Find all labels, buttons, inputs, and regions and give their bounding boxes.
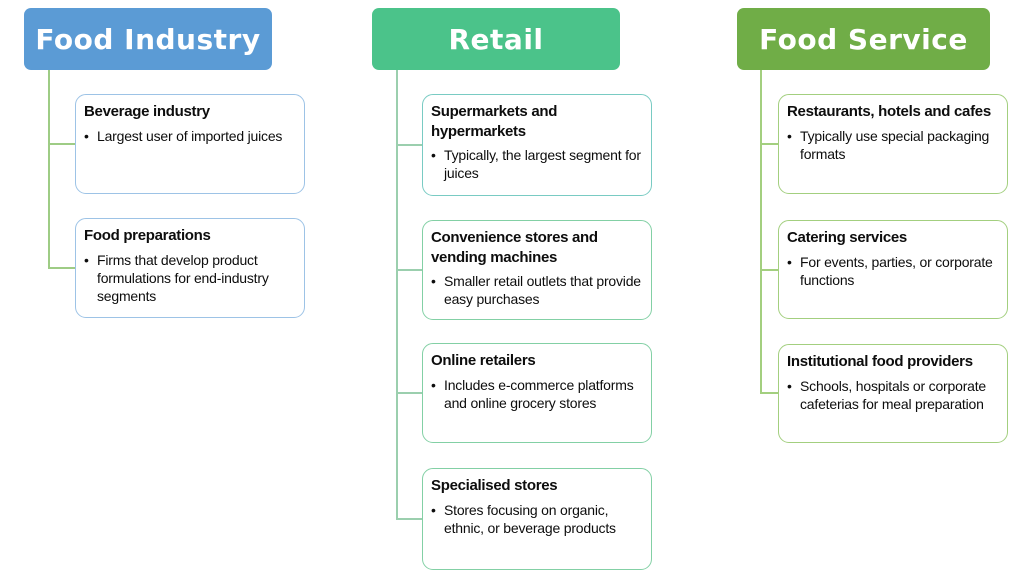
bullet-icon: • xyxy=(431,147,436,163)
node-convenience-stores: Convenience stores and vending machines … xyxy=(422,220,652,320)
node-title: Online retailers xyxy=(431,352,536,369)
node-bullet: • Smaller retail outlets that provide ea… xyxy=(431,272,643,309)
bullet-text: Stores focusing on organic, ethnic, or b… xyxy=(444,501,616,536)
bullet-icon: • xyxy=(84,251,89,268)
bullet-text: Firms that develop product formulations … xyxy=(97,251,269,305)
node-beverage-industry: Beverage industry • Largest user of impo… xyxy=(75,94,305,194)
node-food-preparations: Food preparations • Firms that develop p… xyxy=(75,218,305,318)
bullet-text: Typically use special packaging formats xyxy=(800,127,990,162)
connector-beverage-industry xyxy=(48,143,75,145)
node-title: Restaurants, hotels and cafes xyxy=(787,103,991,120)
connector-convenience-stores xyxy=(396,269,422,271)
node-title: Institutional food providers xyxy=(787,353,973,370)
bullet-icon: • xyxy=(787,127,792,144)
node-bullet: • Includes e-commerce platforms and onli… xyxy=(431,376,643,413)
connector-food-industry-vertical xyxy=(48,70,50,268)
node-online-retailers: Online retailers • Includes e-commerce p… xyxy=(422,343,652,443)
bullet-text: Schools, hospitals or corporate cafeteri… xyxy=(800,377,987,412)
node-title: Specialised stores xyxy=(431,477,558,494)
connector-specialised-stores xyxy=(396,518,422,520)
node-bullet: • Typically use special packaging format… xyxy=(787,127,999,164)
node-bullet: • Largest user of imported juices xyxy=(84,127,296,145)
node-bullet: • For events, parties, or corporate func… xyxy=(787,253,999,290)
node-bullet: • Typically, the largest segment for jui… xyxy=(431,146,643,183)
connector-retail-vertical xyxy=(396,70,398,519)
node-title: Food preparations xyxy=(84,227,211,244)
bullet-text: Includes e-commerce platforms and online… xyxy=(444,376,634,411)
node-title: Beverage industry xyxy=(84,103,210,120)
node-bullet: • Schools, hospitals or corporate cafete… xyxy=(787,377,999,414)
connector-restaurants xyxy=(760,143,778,145)
bullet-text: Typically, the largest segment for juice… xyxy=(444,147,641,182)
bullet-text: For events, parties, or corporate functi… xyxy=(800,253,993,288)
column-header-retail: Retail xyxy=(372,8,620,70)
node-title: Convenience stores and vending machines xyxy=(431,229,598,266)
bullet-icon: • xyxy=(431,501,436,518)
bullet-text: Largest user of imported juices xyxy=(97,127,283,144)
node-title: Catering services xyxy=(787,229,907,246)
node-specialised-stores: Specialised stores • Stores focusing on … xyxy=(422,468,652,570)
node-bullet: • Stores focusing on organic, ethnic, or… xyxy=(431,501,643,538)
connector-institutional xyxy=(760,392,778,394)
node-institutional-food-providers: Institutional food providers • Schools, … xyxy=(778,344,1008,443)
column-header-food-service: Food Service xyxy=(737,8,990,70)
bullet-icon: • xyxy=(787,253,792,270)
connector-supermarkets xyxy=(396,144,422,146)
connector-online-retailers xyxy=(396,392,422,394)
node-restaurants-hotels-cafes: Restaurants, hotels and cafes • Typicall… xyxy=(778,94,1008,194)
connector-food-preparations xyxy=(48,267,75,269)
connector-catering xyxy=(760,269,778,271)
connector-food-service-vertical xyxy=(760,70,762,393)
bullet-icon: • xyxy=(787,377,792,394)
bullet-icon: • xyxy=(84,127,89,144)
bullet-icon: • xyxy=(431,273,436,289)
node-catering-services: Catering services • For events, parties,… xyxy=(778,220,1008,319)
node-supermarkets-hypermarkets: Supermarkets and hypermarkets • Typicall… xyxy=(422,94,652,196)
node-bullet: • Firms that develop product formulation… xyxy=(84,251,296,306)
bullet-icon: • xyxy=(431,376,436,393)
bullet-text: Smaller retail outlets that provide easy… xyxy=(444,273,641,308)
column-header-food-industry: Food Industry xyxy=(24,8,272,70)
node-title: Supermarkets and hypermarkets xyxy=(431,103,558,140)
